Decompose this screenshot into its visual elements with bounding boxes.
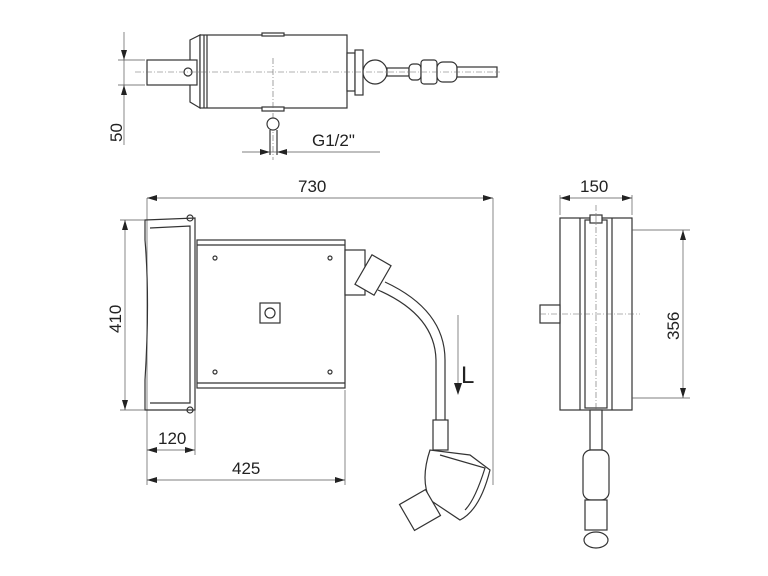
front-view — [120, 195, 494, 532]
dim-height: 410 — [106, 305, 125, 333]
dim-thread: G1/2" — [312, 131, 355, 150]
dim-side-height: 356 — [664, 312, 683, 340]
side-view — [539, 195, 690, 549]
dim-total-width: 730 — [298, 177, 326, 196]
dim-body-width: 425 — [232, 459, 260, 478]
dim-hose-length: L — [461, 362, 474, 389]
top-view — [118, 32, 500, 160]
dim-side-width: 150 — [580, 177, 608, 196]
dim-bracket-width: 120 — [158, 429, 186, 448]
dim-top-height: 50 — [107, 123, 126, 142]
